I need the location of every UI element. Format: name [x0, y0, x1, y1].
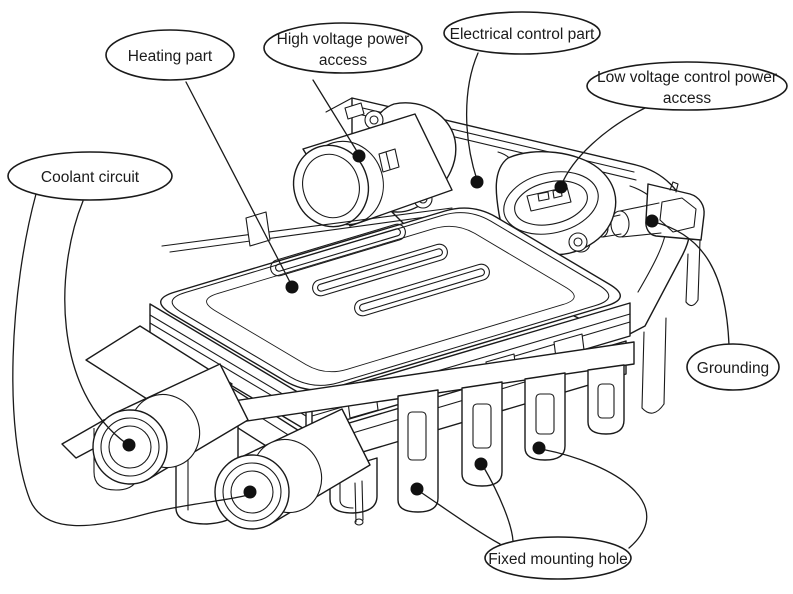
rib-slot-inner [275, 228, 401, 272]
housing-right-edge [663, 317, 667, 405]
ground-pin [669, 181, 679, 193]
rib-slot [270, 223, 406, 277]
lid-inner-border [171, 212, 610, 386]
ground-stud-end [610, 210, 630, 238]
callout-ellipse-low-voltage [586, 61, 788, 111]
leader-coolant-2 [12, 193, 249, 527]
leader-dot-coolant-2 [243, 485, 257, 499]
leader-dot-electrical-control [470, 175, 484, 189]
leader-low-voltage [560, 107, 646, 187]
lid-top-face [160, 207, 621, 391]
leader-dot-grounding [645, 214, 659, 228]
leader-mounting-3 [540, 448, 648, 549]
callout-label-coolant-circuit: Coolant circuit [41, 169, 140, 186]
mounting-bracket [61, 341, 635, 526]
center-support-arc [339, 477, 354, 509]
leader-coolant-1 [64, 200, 128, 445]
callout-fixed-mounting-hole: Fixed mounting hole [484, 536, 632, 580]
callout-ellipse-fixed-mounting-hole [484, 536, 632, 580]
callout-label-electrical-control: Electrical control part [450, 26, 595, 43]
callout-label-heating-part: Heating part [128, 48, 213, 65]
callout-heating-part: Heating part [105, 29, 235, 81]
housing-right-edge [641, 331, 645, 409]
pipe-face-bore [230, 470, 274, 514]
housing-right-foot [685, 239, 701, 307]
leader-dot-low-voltage [554, 180, 568, 194]
drain-pin [354, 482, 357, 523]
leader-dot-coolant-1 [122, 438, 136, 452]
callout-electrical-control-part: Electrical control part [443, 11, 601, 55]
leader-dot-mounting-2 [474, 457, 488, 471]
housing-right-foot [641, 403, 665, 414]
callout-high-voltage-power-access: High voltage power access [263, 22, 423, 74]
leader-grounding [653, 221, 730, 346]
lid-seam [149, 314, 307, 409]
callout-label-high-voltage-line2: access [319, 52, 367, 69]
callout-ellipse-coolant-circuit [7, 151, 173, 201]
callout-ellipse-high-voltage [263, 22, 423, 74]
leader-dot-high-voltage [352, 149, 366, 163]
fin-slot [407, 411, 427, 461]
coolant-pipes [85, 325, 371, 530]
pipe-face-ring [222, 462, 282, 522]
high-voltage-connector [292, 102, 457, 228]
callout-label-low-voltage-line2: access [663, 90, 711, 107]
lid-back-line [169, 213, 449, 253]
ground-stud-top [619, 202, 660, 212]
lv-pin [537, 191, 550, 202]
callout-label-high-voltage-line1: High voltage power [277, 31, 410, 48]
lid-back-edge [161, 207, 453, 253]
low-voltage-connector [495, 151, 617, 256]
callout-ellipse-heating-part [105, 29, 235, 81]
rib-slot-inner [359, 268, 485, 312]
callout-low-voltage-control-power-access: Low voltage control power access [586, 61, 788, 111]
hv-screw-inner [369, 115, 379, 125]
callout-ellipse-grounding [686, 343, 780, 391]
leader-heating-part [185, 81, 293, 287]
fin-slot [535, 393, 555, 435]
pipe-face-ring [100, 417, 160, 477]
callout-ellipse-electrical-control [443, 11, 601, 55]
housing-right-edge [685, 253, 689, 303]
hv-opening-outer [292, 144, 370, 228]
fin-tab [524, 372, 566, 461]
leader-mounting-2 [482, 465, 514, 542]
lid-back-line [161, 207, 453, 247]
drain-pin-tip [354, 518, 364, 526]
hinge-bracket [245, 211, 271, 247]
callout-label-low-voltage-line1: Low voltage control power [597, 69, 777, 86]
hv-top-clip [344, 102, 365, 120]
drain-pin [361, 480, 364, 521]
callout-label-fixed-mounting-hole: Fixed mounting hole [488, 551, 628, 568]
rib-slot-inner [317, 248, 443, 292]
fin-slot [597, 383, 615, 419]
leader-dot-mounting-3 [532, 441, 546, 455]
lv-screw-boss-inner [573, 237, 583, 247]
callout-label-grounding: Grounding [697, 360, 769, 377]
hv-key-line [385, 151, 391, 170]
leader-lines [12, 52, 730, 549]
panel-left-edge [325, 97, 353, 113]
leader-dot-mounting-1 [410, 482, 424, 496]
rib-slot [312, 243, 448, 297]
lid-plateau-border [206, 225, 575, 373]
lv-screw-boss [568, 232, 588, 252]
leader-electrical-control [465, 52, 479, 181]
ground-stud-bottom [621, 232, 662, 238]
ground-hex-nut [659, 197, 697, 233]
leader-dot-heating-part [285, 280, 299, 294]
fin-slot [472, 403, 492, 449]
leader-high-voltage [312, 79, 359, 154]
callout-coolant-circuit: Coolant circuit [7, 151, 173, 201]
fin-tab [587, 364, 625, 435]
callout-grounding: Grounding [686, 343, 780, 391]
hv-opening-inner [302, 153, 360, 219]
fin-tab [461, 381, 503, 487]
ground-tip-bottom [602, 233, 622, 238]
leader-mounting-1 [418, 490, 501, 545]
rib-slot [354, 263, 490, 317]
pipe-face-bore [108, 425, 152, 469]
hv-key-detail [378, 148, 400, 173]
